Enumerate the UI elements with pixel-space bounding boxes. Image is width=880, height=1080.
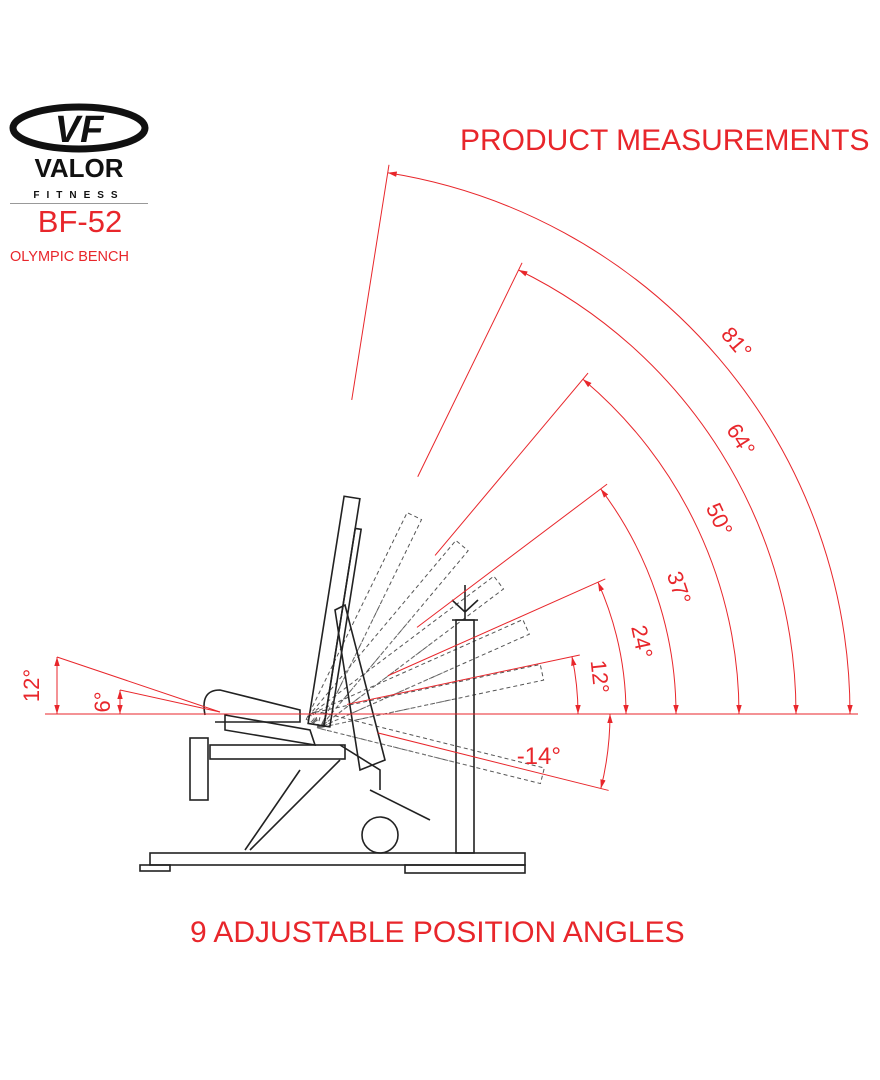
seat-pad <box>224 714 317 747</box>
backrest-pad <box>307 495 361 727</box>
leg-roller <box>203 689 301 723</box>
backrest-ghost-frame <box>317 727 465 766</box>
model-number: BF-52 <box>37 204 123 239</box>
seat-extension-line <box>56 656 221 713</box>
extension-line <box>416 483 608 628</box>
angle-label--14: -14° <box>517 743 561 770</box>
angle-arc--14 <box>600 713 613 789</box>
angle-label-12: 12° <box>586 659 614 695</box>
extension-line <box>377 732 609 791</box>
angle-label-37: 37° <box>662 568 696 607</box>
angle-arc-12 <box>571 656 581 715</box>
backrest-ghost-frame <box>320 589 388 727</box>
backrest-upright <box>307 495 363 728</box>
extension-line <box>387 578 606 677</box>
footer-caption: 9 ADJUSTABLE POSITION ANGLES <box>190 916 685 949</box>
angle-arc-64 <box>518 269 799 715</box>
support-leg <box>244 759 341 851</box>
angle-label-64: 64° <box>721 419 760 460</box>
bench-drawing <box>139 495 526 874</box>
extension-line <box>434 372 589 556</box>
angle-label-50: 50° <box>701 499 738 540</box>
backrest-ghost-pad <box>314 663 545 729</box>
extension-line <box>346 654 580 705</box>
product-subtitle: OLYMPIC BENCH <box>10 249 129 265</box>
backrest-position-12 <box>314 663 545 729</box>
backrest-position--14 <box>316 711 545 785</box>
extension-line <box>417 262 523 477</box>
backrest-frame <box>323 527 363 728</box>
seat-angle-label-6: 6° <box>90 691 115 712</box>
logo-name: VALOR <box>34 153 123 183</box>
bench-foot-rear <box>404 864 526 874</box>
bench-base-rail <box>149 852 526 866</box>
page-title: PRODUCT MEASUREMENTS <box>460 124 870 157</box>
angle-dimensions <box>45 164 858 791</box>
extension-line <box>351 164 390 400</box>
logo-tagline: FITNESS <box>33 190 124 201</box>
seat-frame <box>209 744 346 760</box>
seat-angle-label-12: 12° <box>19 669 44 702</box>
angle-arc-50 <box>582 378 742 715</box>
upright-post <box>455 619 475 854</box>
angle-label-81: 81° <box>716 322 757 364</box>
angle-arc-24 <box>597 582 629 715</box>
seat-extension-line <box>119 689 221 713</box>
logo-mark: VF <box>55 109 105 151</box>
backrest-ghost-pad <box>316 711 545 785</box>
valor-fitness-logo: VF VALOR FITNESS <box>8 102 150 202</box>
angle-labels: 81° 64° 50°37°24° 12° -14° 12° 6° <box>19 322 760 770</box>
bar-catch <box>451 585 479 621</box>
pivot-arm <box>369 789 431 821</box>
bench-foot <box>139 864 171 872</box>
angle-arc-37 <box>600 488 679 715</box>
logo-divider <box>10 203 148 204</box>
angle-label-24: 24° <box>626 623 657 661</box>
leg-pad-holder <box>189 737 209 801</box>
pivot-wheel <box>361 816 399 854</box>
adjust-ladder <box>334 603 386 772</box>
angle-arc-81 <box>387 171 853 715</box>
seat-frame-bend <box>339 744 381 790</box>
